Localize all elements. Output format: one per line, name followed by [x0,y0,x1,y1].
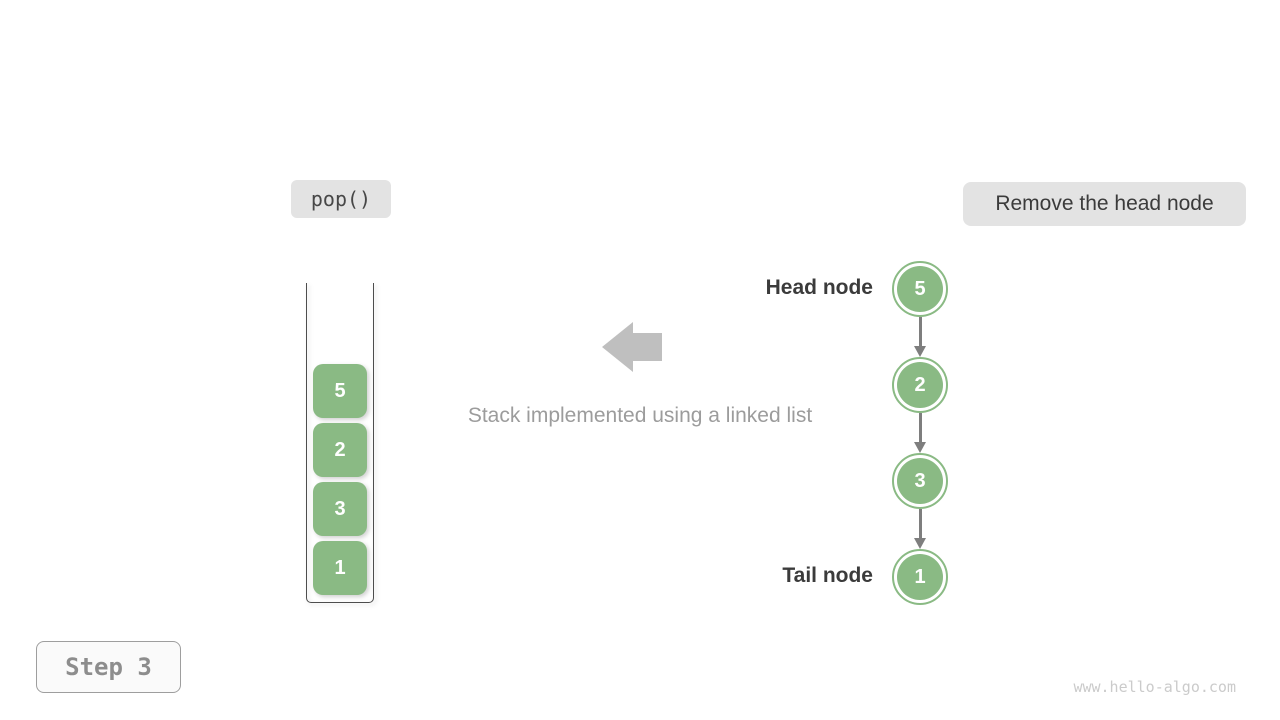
watermark: www.hello-algo.com [1073,678,1236,696]
description-badge: Remove the head node [963,182,1246,226]
head-node-label: Head node [765,276,873,299]
node-value: 2 [897,362,943,408]
step-badge: Step 3 [36,641,181,693]
stack-item: 3 [313,482,367,536]
arrow-left-icon [602,322,662,372]
node-value: 1 [897,554,943,600]
linked-list-node: 3 [892,453,948,509]
arrow-down-icon [914,413,926,453]
linked-list-node: 2 [892,357,948,413]
node-value: 3 [897,458,943,504]
arrow-left-shaft [633,333,662,361]
arrow-down-icon [914,317,926,357]
stack-container: 5 2 3 1 [306,283,374,603]
tail-node-label: Tail node [782,564,873,587]
arrow-down-icon [914,509,926,549]
stack-item: 1 [313,541,367,595]
caption: Stack implemented using a linked list [467,404,813,427]
linked-list: 5 2 3 1 [892,261,948,605]
linked-list-node: 1 [892,549,948,605]
linked-list-node: 5 [892,261,948,317]
arrow-left-head [602,322,633,372]
stack-item: 2 [313,423,367,477]
stack-item: 5 [313,364,367,418]
operation-badge: pop() [291,180,391,218]
node-value: 5 [897,266,943,312]
